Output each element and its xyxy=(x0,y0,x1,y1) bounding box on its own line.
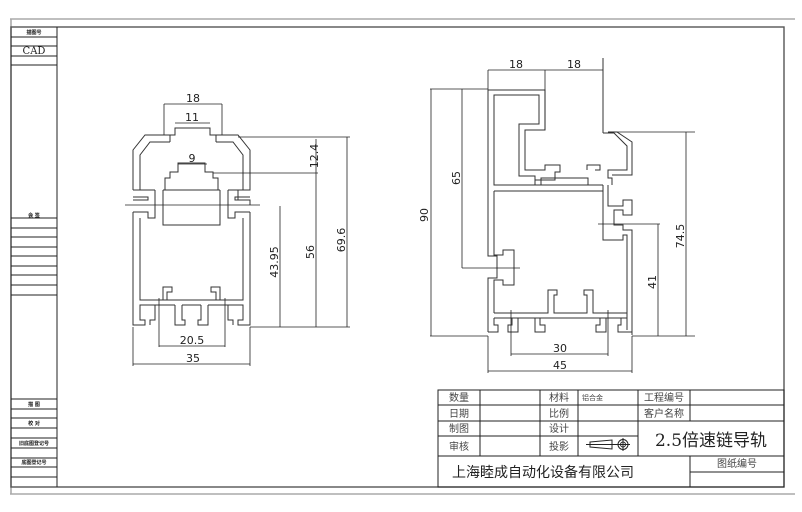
label-projection: 投影 xyxy=(549,440,569,453)
sidebar-label-reg: 底图登记号 xyxy=(20,459,46,466)
label-reviewer: 审核 xyxy=(449,440,469,453)
label-quantity: 数量 xyxy=(449,391,469,404)
sidebar-label-draw: 描 图 xyxy=(27,401,40,408)
sidebar-mid: 会 签 xyxy=(11,212,57,296)
dim-left-56: 56 xyxy=(304,245,317,259)
sidebar-mid-label: 会 签 xyxy=(27,212,41,219)
right-profile xyxy=(487,58,633,335)
dim-left-69-6: 69.6 xyxy=(335,228,348,253)
left-dimensions: 18 11 9 12.4 43.95 56 69.6 20.5 35 xyxy=(132,92,350,366)
dim-left-43-95: 43.95 xyxy=(268,246,281,278)
company-name: 上海睦成自动化设备有限公司 xyxy=(452,464,634,481)
dim-right-45: 45 xyxy=(553,359,567,372)
dim-right-90: 90 xyxy=(418,208,431,222)
label-date: 日期 xyxy=(449,408,469,420)
sidebar-top: 描图号 CAD xyxy=(11,29,57,66)
dim-left-slot-11: 11 xyxy=(185,111,199,124)
sidebar-label-check: 校 对 xyxy=(28,420,40,427)
label-customer: 客户名称 xyxy=(644,407,684,420)
drawing-frame xyxy=(10,26,785,488)
dim-right-74-5: 74.5 xyxy=(674,224,687,249)
dim-left-top-18: 18 xyxy=(186,92,200,105)
label-material: 材料 xyxy=(549,391,569,404)
left-profile xyxy=(125,127,260,326)
dim-right-65: 65 xyxy=(450,171,463,185)
dim-left-inner-9: 9 xyxy=(189,152,196,165)
dim-left-20-5: 20.5 xyxy=(180,334,205,347)
sidebar-cad-label: CAD xyxy=(23,46,46,57)
dim-left-12-4: 12.4 xyxy=(308,144,321,169)
sidebar-label-old-reg: 旧底图登记号 xyxy=(19,440,49,447)
dim-right-top-18-right: 18 xyxy=(567,58,581,71)
label-project-no: 工程编号 xyxy=(644,391,684,404)
value-material: 铝合金 xyxy=(582,393,603,402)
title-block: 数量 日期 制图 审核 材料 比例 设计 投影 铝合金 工程编号 客户名称 2.… xyxy=(437,389,785,488)
right-dimensions: 18 18 90 65 74.5 41 30 45 xyxy=(418,58,695,373)
dim-right-top-18-left: 18 xyxy=(509,58,523,71)
projection-symbol-icon xyxy=(586,438,630,451)
dim-left-35: 35 xyxy=(186,352,200,365)
sidebar-top-label: 描图号 xyxy=(25,29,41,36)
drawing-title: 2.5倍速链导轨 xyxy=(655,431,767,451)
label-scale: 比例 xyxy=(549,407,569,420)
sidebar-bottom: 描 图 校 对 旧底图登记号 底图登记号 xyxy=(11,398,57,478)
label-drawing-no: 图纸编号 xyxy=(717,457,757,470)
label-drafter: 制图 xyxy=(449,422,469,435)
label-design: 设计 xyxy=(549,422,569,435)
dim-right-30: 30 xyxy=(553,342,567,355)
dim-right-41: 41 xyxy=(646,275,659,289)
